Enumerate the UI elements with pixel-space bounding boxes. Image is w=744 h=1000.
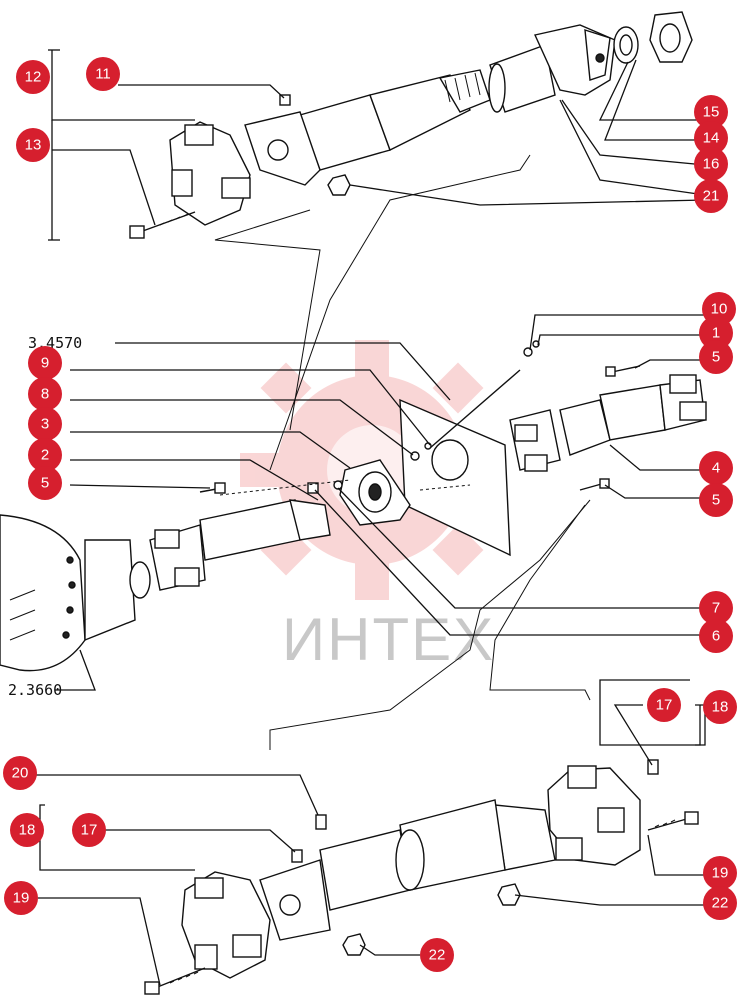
svg-text:22: 22 xyxy=(429,947,446,964)
reference-label-bottom: 2.3660 xyxy=(8,681,62,699)
svg-text:19: 19 xyxy=(13,890,30,907)
svg-text:18: 18 xyxy=(19,822,36,839)
callout-badge[interactable]: 16 xyxy=(694,147,728,181)
callout-badge[interactable]: 5 xyxy=(699,483,733,517)
leader-lines xyxy=(35,49,706,986)
callout-badge[interactable]: 9 xyxy=(28,346,62,380)
svg-text:9: 9 xyxy=(41,355,49,372)
svg-text:5: 5 xyxy=(712,492,720,509)
callout-badge[interactable]: 7 xyxy=(699,591,733,625)
watermark-text: ИНТЕХ xyxy=(282,606,495,673)
svg-text:17: 17 xyxy=(656,697,673,714)
svg-text:18: 18 xyxy=(712,699,729,716)
svg-text:6: 6 xyxy=(712,628,720,645)
callout-badge[interactable]: 13 xyxy=(16,128,50,162)
svg-text:11: 11 xyxy=(95,66,111,83)
callout-badge[interactable]: 21 xyxy=(694,179,728,213)
callout-badge[interactable]: 8 xyxy=(28,377,62,411)
middle-shaft-assembly xyxy=(149,340,707,591)
callout-badge[interactable]: 1 xyxy=(699,316,733,350)
axle-housing xyxy=(0,514,151,672)
callout-badge[interactable]: 4 xyxy=(699,451,733,485)
svg-text:4: 4 xyxy=(712,460,720,477)
svg-text:5: 5 xyxy=(712,349,720,366)
callout-badge[interactable]: 3 xyxy=(28,407,62,441)
svg-text:19: 19 xyxy=(712,865,729,882)
svg-text:21: 21 xyxy=(703,188,720,205)
callout-badge[interactable]: 15 xyxy=(694,95,728,129)
svg-text:15: 15 xyxy=(703,104,720,121)
callout-badge[interactable]: 14 xyxy=(694,121,728,155)
svg-text:8: 8 xyxy=(41,386,49,403)
svg-text:5: 5 xyxy=(41,475,49,492)
callout-badge[interactable]: 20 xyxy=(3,756,37,790)
callout-badge[interactable]: 12 xyxy=(16,60,50,94)
callout-badge[interactable]: 11 xyxy=(86,57,120,91)
callout-badge[interactable]: 19 xyxy=(4,881,38,915)
svg-text:7: 7 xyxy=(712,600,720,617)
top-shaft-assembly xyxy=(129,11,693,239)
callout-badges: 12 11 13 15 14 16 21 10 1 5 9 8 3 2 5 4 … xyxy=(3,57,737,972)
svg-text:3: 3 xyxy=(41,416,49,433)
callout-badge[interactable]: 18 xyxy=(703,690,737,724)
svg-text:14: 14 xyxy=(703,130,720,147)
svg-text:17: 17 xyxy=(81,822,98,839)
svg-text:10: 10 xyxy=(711,301,728,318)
callout-badge[interactable]: 2 xyxy=(28,438,62,472)
callout-badge[interactable]: 6 xyxy=(699,619,733,653)
callout-badge[interactable]: 22 xyxy=(420,938,454,972)
svg-text:2: 2 xyxy=(41,447,49,464)
callout-badge[interactable]: 5 xyxy=(699,340,733,374)
svg-text:16: 16 xyxy=(703,156,720,173)
callout-badge[interactable]: 18 xyxy=(10,813,44,847)
callout-badge[interactable]: 17 xyxy=(647,688,681,722)
svg-text:20: 20 xyxy=(12,765,29,782)
callout-badge[interactable]: 5 xyxy=(28,466,62,500)
svg-text:1: 1 xyxy=(712,325,720,342)
callout-badge[interactable]: 22 xyxy=(703,886,737,920)
svg-text:12: 12 xyxy=(25,69,42,86)
callout-badge[interactable]: 17 xyxy=(72,813,106,847)
bottom-shaft-assembly xyxy=(144,759,699,995)
callout-badge[interactable]: 19 xyxy=(703,856,737,890)
svg-text:22: 22 xyxy=(712,895,729,912)
svg-text:13: 13 xyxy=(25,137,42,154)
